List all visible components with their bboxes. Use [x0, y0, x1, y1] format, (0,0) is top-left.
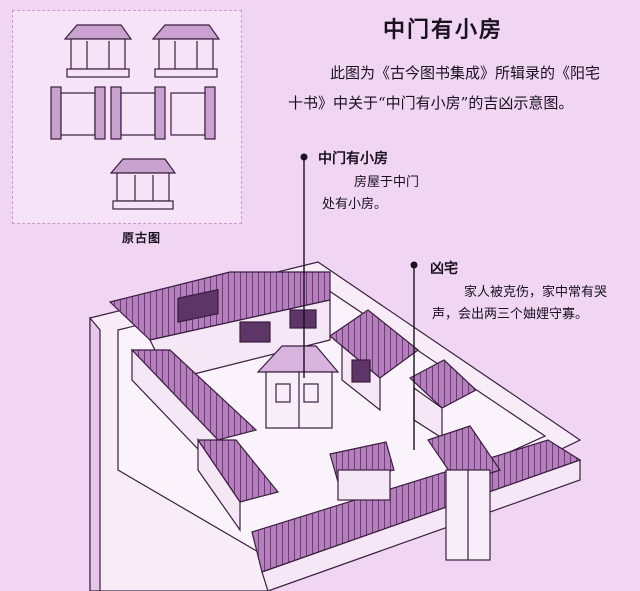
inset-caption: 原古图 [122, 231, 162, 245]
label-ominous-text: 家人被克伤，家中常有哭 声，会出两三个妯娌守寡。 [432, 282, 607, 326]
label-small-room-heading: 中门有小房 [318, 151, 388, 167]
pointer-dot-small-room [300, 153, 308, 161]
pointer-dot-ominous [410, 261, 418, 269]
page-title: 中门有小房 [383, 17, 504, 43]
label-small-room-line-1: 房屋于中门 [354, 175, 420, 190]
label-small-room-line-2: 处有小房。 [322, 197, 388, 212]
ancient-drawing-inset [12, 10, 242, 224]
description: 此图为《古今图书集成》所辑录的《阳宅 十书》中关于“中门有小房”的吉凶示意图。 [288, 58, 633, 118]
description-line-1: 此图为《古今图书集成》所辑录的《阳宅 [330, 64, 601, 82]
ancient-drawing [50, 24, 221, 210]
label-small-room-text: 房屋于中门 处有小房。 [322, 172, 419, 216]
label-ominous-line-2: 声，会出两三个妯娌守寡。 [432, 307, 589, 322]
label-ominous-line-1: 家人被克伤，家中常有哭 [464, 285, 608, 300]
label-ominous-heading: 凶宅 [430, 261, 458, 277]
description-line-2: 十书》中关于“中门有小房”的吉凶示意图。 [288, 94, 574, 112]
